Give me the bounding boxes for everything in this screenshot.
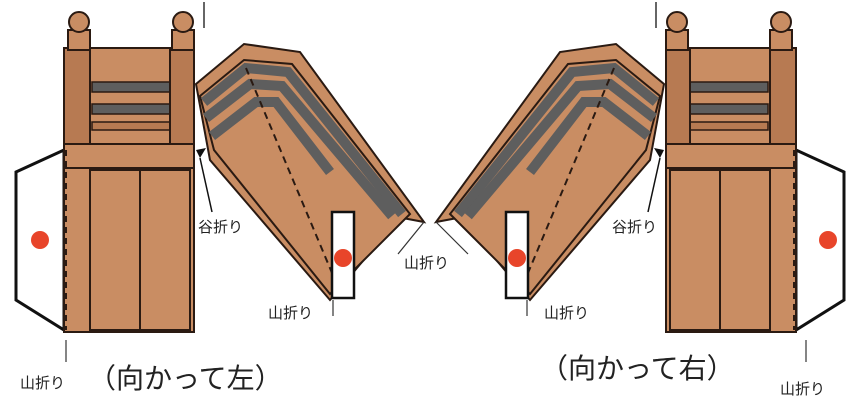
right-gate-body: [665, 141, 797, 333]
caption-left: （向かって左）: [88, 362, 283, 395]
left-glue-dot: [31, 231, 49, 249]
right-glue-dot: [819, 231, 837, 249]
right-gate-piece: [433, 2, 846, 333]
mountain-fold-label-center: 山折り: [404, 254, 449, 272]
left-gate-body: [63, 141, 195, 333]
right-valley-arrow: [654, 148, 664, 158]
mountain-fold-label-left-flap: 山折り: [268, 304, 313, 322]
mountain-fold-label-right-flap: 山折り: [544, 304, 589, 322]
right-finial-inner: [665, 11, 689, 51]
right-finial-outer: [769, 11, 793, 51]
mountain-fold-label-left-bottom: 山折り: [20, 374, 65, 392]
valley-fold-label-left: 谷折り: [198, 218, 243, 236]
right-slanted-wing: [433, 42, 666, 302]
leader-lines: [65, 221, 807, 362]
left-finial-inner: [171, 11, 195, 51]
left-finial-outer: [67, 11, 91, 51]
left-slanted-wing: [194, 42, 427, 302]
left-valley-arrow: [196, 148, 206, 158]
valley-fold-label-right: 谷折り: [612, 218, 657, 236]
caption-right: （向かって右）: [540, 352, 735, 385]
mountain-fold-label-right-bottom: 山折り: [780, 380, 825, 398]
left-inner-glue-dot: [334, 249, 352, 267]
left-gate-piece: [14, 2, 427, 333]
right-inner-glue-dot: [508, 249, 526, 267]
